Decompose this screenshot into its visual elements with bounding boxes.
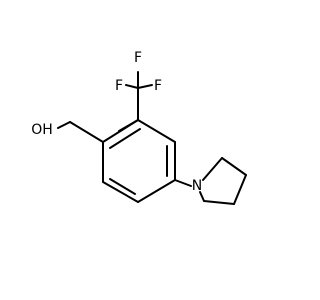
atom-label-nitrogen: N <box>192 178 202 194</box>
bond-cd-n <box>199 191 205 202</box>
bond-cc-cd <box>203 200 235 205</box>
bond-c-f-right <box>137 84 153 89</box>
atom-label-hydroxyl: OH <box>31 122 53 138</box>
atom-label-f-left: F <box>115 78 123 94</box>
bond-cb-cc <box>233 174 247 205</box>
bond-n-ca <box>202 157 223 181</box>
molecule-structure: F F F OH N <box>31 50 247 205</box>
bond-ch2-o <box>57 121 71 129</box>
bonds <box>57 71 247 205</box>
bond-inner-3 <box>109 178 136 195</box>
atom-labels: F F F OH N <box>31 50 202 194</box>
bond-c5-c6 <box>102 181 139 203</box>
bond-ca-cb <box>221 157 247 176</box>
bond-inner-1 <box>109 128 141 149</box>
atom-label-f-right: F <box>154 78 162 94</box>
atom-label-f-top: F <box>134 50 142 66</box>
bond-c2-c3 <box>137 119 176 143</box>
bond-c1-c2b <box>102 119 139 143</box>
bond-ring-ch2 <box>69 121 104 143</box>
bond-ring-n <box>174 179 192 187</box>
bond-c4-c5 <box>137 179 176 203</box>
bond-c-f-left <box>125 84 139 89</box>
